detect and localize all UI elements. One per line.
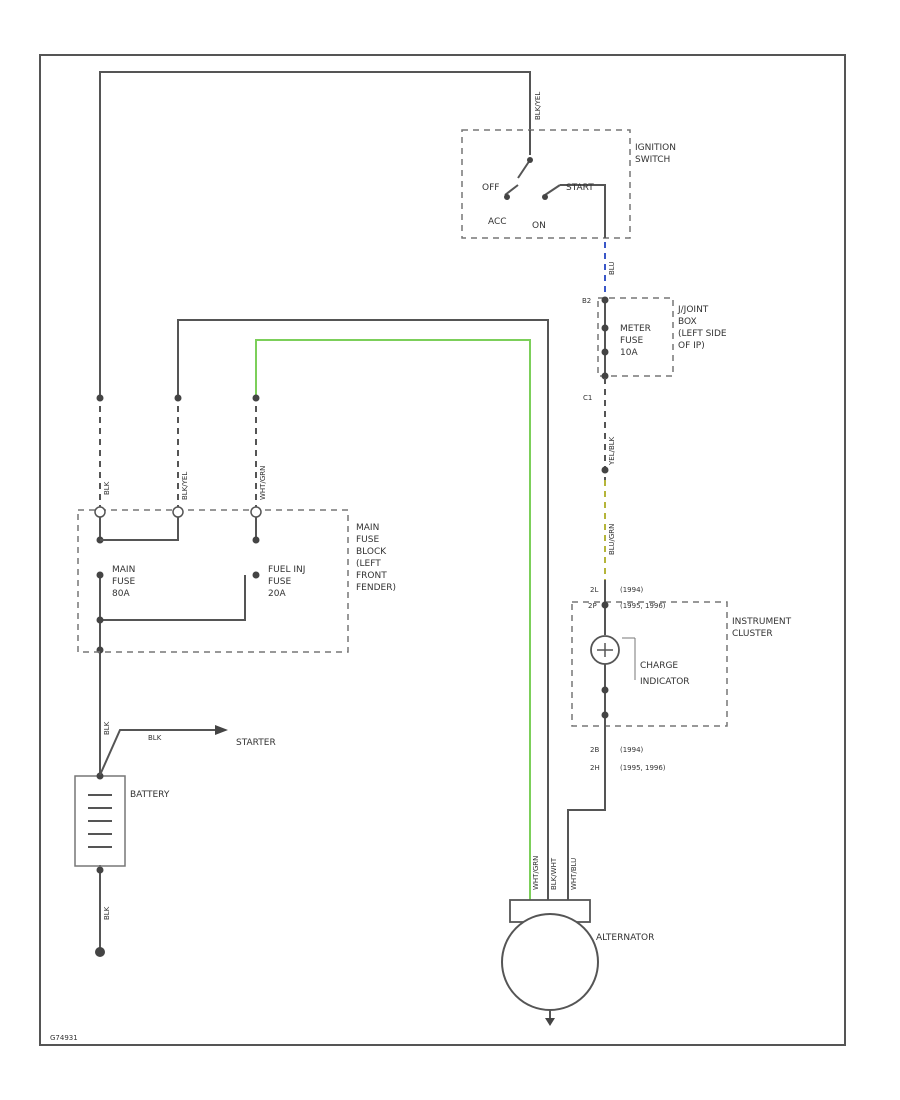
main-fuse-block-label-4: (LEFT [356, 559, 381, 569]
alt-wire-2-label: BLK/WHT [550, 857, 558, 890]
main-fuse-block-label-3: BLOCK [356, 547, 387, 557]
instrument-cluster-box [571, 601, 728, 727]
footer-code: G74931 [50, 1034, 78, 1042]
starter-label: STARTER [236, 738, 276, 748]
meter-fuse-label-3: 10A [620, 348, 638, 358]
battery-cells [88, 772, 112, 848]
charge-indicator [567, 580, 636, 900]
cluster-pin-top-2: 2P [588, 602, 597, 610]
meter-fuse-label-1: METER [620, 324, 651, 334]
ignition-on-label: ON [532, 221, 546, 231]
meter-fuse-label-2: FUSE [620, 336, 643, 346]
alt-wire-1-label: WHT/GRN [532, 856, 540, 890]
main-fuse-label-3: 80A [112, 589, 130, 599]
alt-wire-3-label: WHT/BLU [570, 858, 578, 890]
wire-blk-yel [100, 319, 549, 900]
meter-fuse [601, 296, 609, 380]
meter-fuse-pin-bottom: C1 [583, 394, 592, 402]
alternator-label: ALTERNATOR [596, 933, 654, 943]
cluster-pin-bottom-1-note: (1994) [620, 746, 644, 754]
starter-wire-label: BLK [148, 734, 162, 742]
cluster-pin-bottom-1: 2B [590, 746, 599, 754]
instrument-cluster-label-2: CLUSTER [732, 629, 773, 639]
fuel-inj-fuse-label-3: 20A [268, 589, 286, 599]
cluster-pin-top-1-note: (1994) [620, 586, 644, 594]
ignition-switch-box [461, 129, 631, 239]
starter-wire [99, 725, 228, 776]
charge-indicator-label-1: CHARGE [640, 661, 678, 671]
wire-blu-grn-label: BLU/GRN [608, 524, 616, 555]
meter-fuse-side-2: BOX [678, 317, 697, 327]
main-fuse-label-1: MAIN [112, 565, 135, 575]
cluster-pin-top-1: 2L [590, 586, 598, 594]
ignition-switch-label-2: SWITCH [635, 155, 670, 165]
battery-upper-wire-label: BLK [103, 721, 111, 735]
meter-fuse-side-3: (LEFT SIDE [678, 329, 727, 339]
fuel-inj-fuse-label-2: FUSE [268, 577, 291, 587]
wire-blue-label: BLU [608, 262, 616, 275]
wire-left-main [95, 71, 531, 957]
instrument-cluster-label-1: INSTRUMENT [732, 617, 792, 627]
meter-fuse-side-1: J/JOINT [677, 305, 709, 315]
main-fuse-block-label-2: FUSE [356, 535, 379, 545]
main-fuse-block-label-5: FRONT [356, 571, 387, 581]
ignition-off-label: OFF [482, 183, 499, 193]
main-fuse-block-circles [94, 506, 262, 518]
wire-yel-blk-label: YEL/BLK [608, 436, 616, 466]
wire-green [252, 339, 531, 900]
ignition-acc-label: ACC [488, 217, 507, 227]
cluster-pin-bottom-2: 2H [590, 764, 600, 772]
meter-fuse-side-4: OF IP) [678, 341, 705, 351]
main-fuse-label-2: FUSE [112, 577, 135, 587]
cluster-pin-bottom-2-note: (1995, 1996) [620, 764, 666, 772]
main-fuse-block-label-6: FENDER) [356, 583, 396, 593]
meter-fuse-box [597, 297, 674, 377]
main-fuse-block-label-1: MAIN [356, 523, 379, 533]
battery-label: BATTERY [130, 790, 170, 800]
main-fuse-block [77, 509, 349, 653]
ignition-start-label: START [566, 183, 594, 193]
diagram-frame [39, 54, 846, 1046]
ignition-switch-contacts [504, 130, 606, 238]
wire-meter-to-cluster [601, 378, 609, 580]
cluster-pin-top-2-note: (1995, 1996) [620, 602, 666, 610]
charge-indicator-label-2: INDICATOR [640, 677, 690, 687]
wire-left-blk-label: BLK [103, 481, 111, 495]
ignition-wire-top-label: BLK/YEL [534, 92, 542, 120]
meter-fuse-pin-top: B2 [582, 297, 591, 305]
ignition-switch-label-1: IGNITION [635, 143, 676, 153]
alternator-symbol [501, 899, 599, 1026]
battery-ground-label: BLK [103, 906, 111, 920]
wire-green-label: WHT/GRN [259, 466, 267, 500]
wire-blk-yel-label: BLK/YEL [181, 472, 189, 500]
fuel-inj-fuse-label-1: FUEL INJ [268, 565, 305, 575]
